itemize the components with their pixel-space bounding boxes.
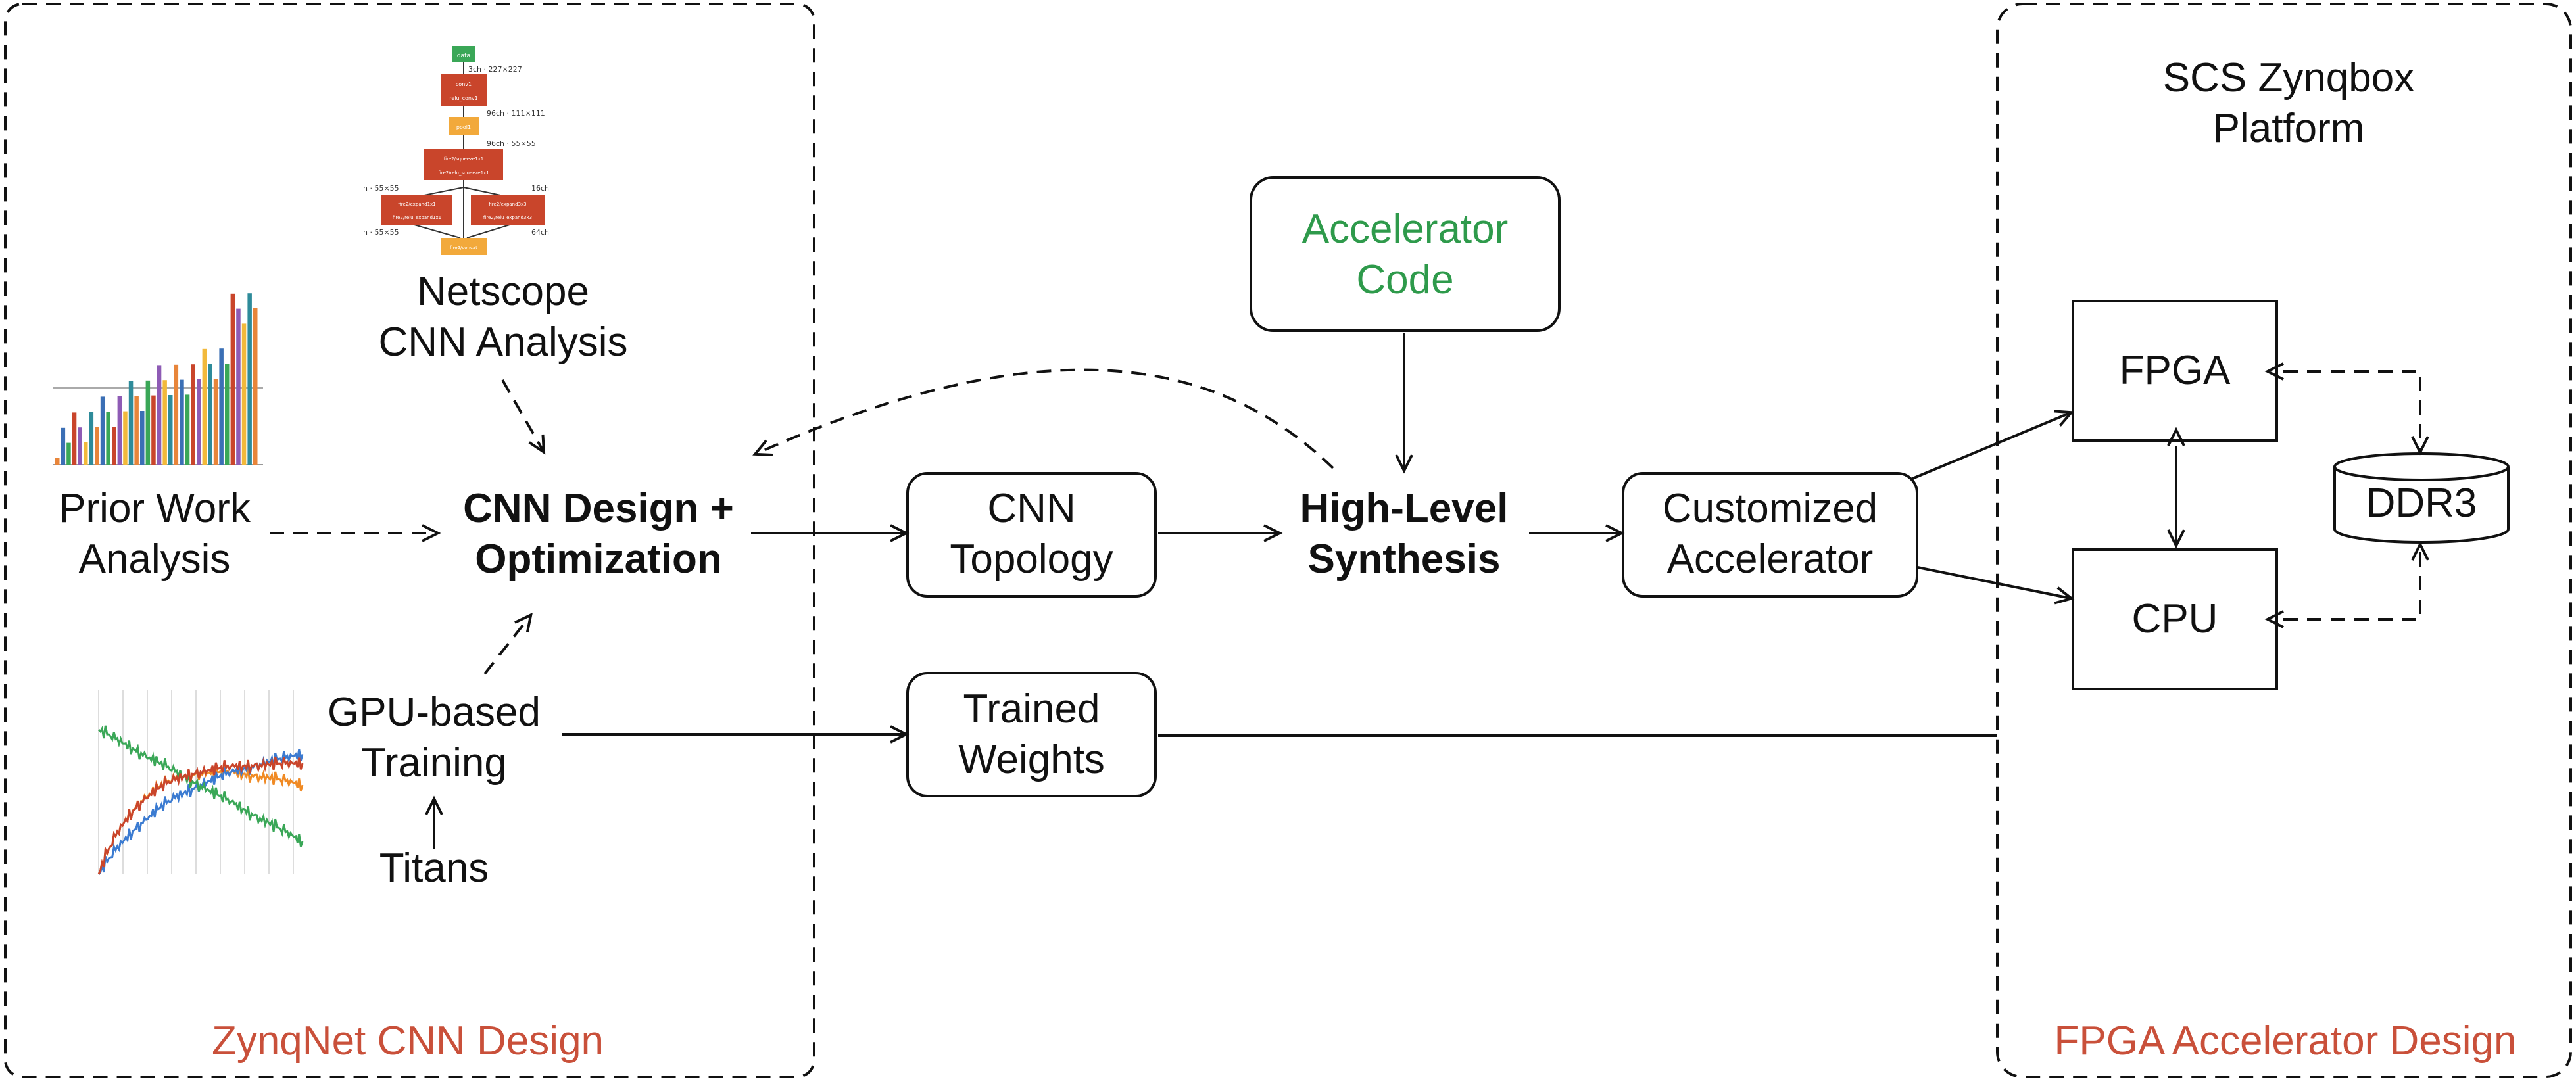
thumbnail-bar [225, 364, 230, 465]
thumbnail-bar [174, 364, 179, 465]
netscope-node-pool1 [449, 117, 479, 135]
netscope-annotation-2: 96ch · 111×111 [487, 109, 545, 118]
netscope-label-fire2-relu-expand1x1: fire2/relu_expand1x1 [393, 215, 441, 220]
arrow-netscope-to-design [501, 379, 546, 455]
netscope-graph-thumbnail: data conv1 relu_conv1 pool1 fire2/squeez… [363, 46, 549, 255]
thumbnail-bar [168, 395, 173, 465]
netscope-node-conv1 [441, 74, 487, 106]
thumbnail-bar [95, 427, 99, 465]
arrow-cpu-ddr3-bidirectional [2264, 541, 2429, 628]
thumbnail-bar [61, 427, 66, 465]
thumbnail-bar [123, 411, 128, 465]
thumbnail-bar [213, 379, 218, 465]
thumbnail-bar [219, 348, 224, 465]
thumbnail-bar [180, 379, 184, 465]
thumbnail-bar [55, 458, 60, 465]
netscope-label-fire2-relu-expand3x3: fire2/relu_expand3x3 [483, 215, 532, 220]
titans-label: Titans [379, 845, 489, 891]
arrow-accelerator-to-fpga [1912, 410, 2074, 480]
arrow-hls-feedback-to-design [752, 368, 1334, 469]
netscope-node-fire2-squeeze [424, 149, 503, 180]
thumbnail-bar [185, 394, 190, 465]
netscope-node-fire2-concat [441, 238, 487, 255]
thumbnail-bar [134, 396, 139, 465]
cpu-label: CPU [2131, 596, 2218, 642]
thumbnail-bar [202, 348, 207, 465]
thumbnail-curve [97, 756, 304, 875]
netscope-annotation-6: h · 55×55 [363, 228, 399, 237]
cpu-box [2072, 548, 2278, 690]
prior-work-bar-chart-thumbnail [53, 293, 263, 465]
thumbnail-bar [78, 427, 82, 465]
netscope-label-fire2-squeeze: fire2/squeeze1x1 [444, 156, 483, 162]
netscope-annotation-5: h · 55×55 [363, 184, 399, 193]
fpga-label: FPGA [2119, 348, 2231, 393]
netscope-annotation-3: 96ch · 55×55 [487, 139, 536, 148]
thumbnail-bar [106, 412, 110, 465]
zynqnet-cnn-design-region [4, 3, 815, 1078]
thumbnail-bar [84, 442, 88, 465]
ddr3-label: DDR3 [2366, 481, 2477, 526]
thumbnail-bar [117, 396, 122, 465]
netscope-node-fire2-expand3x3 [471, 195, 545, 225]
thumbnail-bar [236, 308, 241, 465]
thumbnail-bar [100, 396, 105, 465]
thumbnail-bar [145, 380, 151, 465]
netscope-annotation-7: 64ch [531, 228, 549, 237]
thumbnail-bar [89, 412, 94, 465]
accelerator-code-box [1250, 176, 1561, 332]
netscope-label-relu-conv1: relu_conv1 [449, 95, 478, 101]
netscope-label-fire2-relu-squeeze: fire2/relu_squeeze1x1 [438, 170, 489, 176]
netscope-label-fire2-expand1x1: fire2/expand1x1 [398, 202, 435, 207]
thumbnail-bar [230, 293, 235, 465]
thumbnail-bar [128, 381, 134, 465]
thumbnail-bar [253, 308, 258, 465]
netscope-node-fire2-expand1x1 [381, 195, 452, 225]
fpga-accelerator-design-title: FPGA Accelerator Design [2054, 1018, 2517, 1064]
thumbnail-bar [151, 395, 156, 465]
thumbnail-bar [140, 411, 145, 465]
netscope-label-data: data [457, 53, 470, 59]
thumbnail-bar [191, 364, 195, 465]
netscope-label-fire2-expand3x3: fire2/expand3x3 [489, 202, 526, 207]
thumbnail-bar [247, 293, 252, 465]
thumbnail-bar [162, 380, 167, 465]
netscope-label-conv1: conv1 [456, 82, 472, 87]
thumbnail-bar [112, 427, 116, 465]
arrow-accelerator-to-cpu [1917, 566, 2075, 605]
zynqnet-cnn-design-title: ZynqNet CNN Design [211, 1018, 604, 1064]
thumbnail-bar [157, 365, 162, 465]
netscope-node-data [452, 46, 475, 62]
thumbnail-bar [72, 412, 77, 465]
netscope-annotation-4: 16ch [531, 184, 549, 193]
thumbnail-bar [66, 442, 71, 465]
fpga-box [2072, 300, 2278, 442]
thumbnail-curve [97, 725, 304, 847]
fpga-accelerator-design-region [1996, 3, 2572, 1078]
netscope-label-pool1: pool1 [456, 124, 471, 130]
thumbnail-bar [241, 323, 247, 465]
training-curves-thumbnail [97, 690, 304, 876]
netscope-label-fire2-concat: fire2/concat [450, 245, 477, 250]
netscope-annotation-1: 3ch · 227×227 [468, 65, 522, 74]
cnn-design-optimization-label: CNN Design +Optimization [463, 486, 734, 582]
arrow-fpga-ddr3-bidirectional [2264, 362, 2429, 456]
arrow-training-to-design [483, 612, 533, 675]
thumbnail-bar [208, 364, 212, 465]
thumbnail-bar [197, 379, 201, 465]
